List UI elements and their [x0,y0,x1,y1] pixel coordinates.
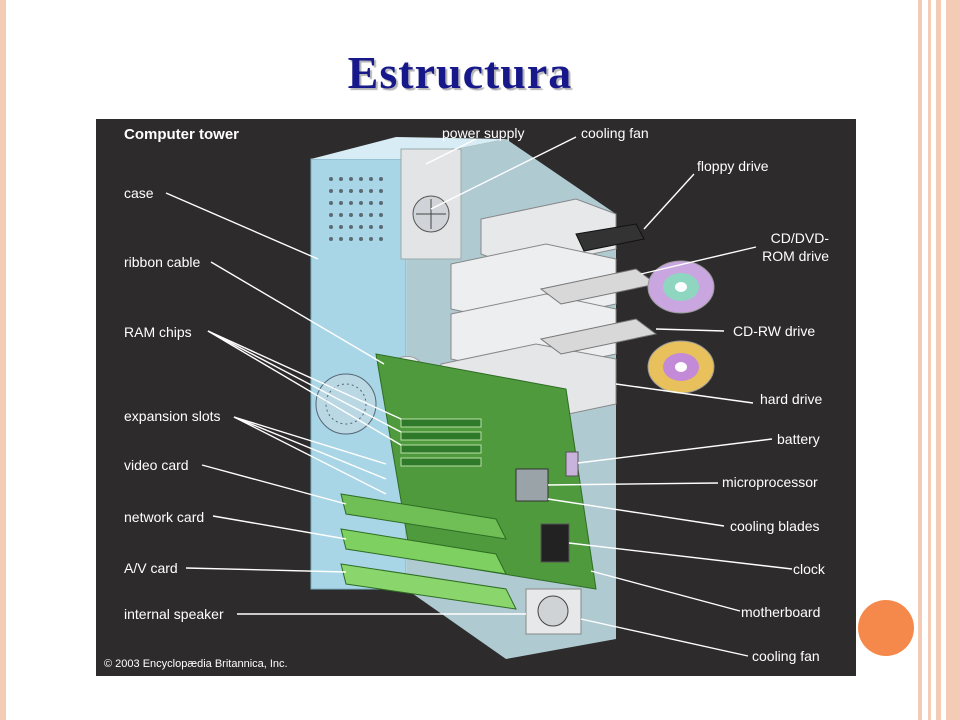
leader-battery [577,438,773,464]
leader-cooling-fan-top [430,136,577,210]
battery-cell [565,451,579,477]
clock-chip [540,523,570,563]
label-battery: battery [777,431,820,447]
label-cooling-blades: cooling blades [730,518,820,534]
slide-frame-stripe [918,0,922,720]
tower-illustration [165,136,793,659]
label-cd-dvd-rom-line1: CD/DVD- [770,230,829,246]
microprocessor-chip [515,468,549,502]
leader-cooling-blades [547,498,725,527]
label-video-card: video card [124,457,189,473]
label-power-supply: power supply [442,125,525,141]
label-network-card: network card [124,509,205,525]
slide-frame-left [0,0,6,720]
cd-tray-2 [539,318,658,355]
av-card [340,563,517,610]
network-card [340,528,507,575]
leader-ribbon-cable [210,261,385,365]
copyright-notice: © 2003 Encyclopædia Britannica, Inc. [104,658,288,670]
video-card [340,493,507,540]
label-microprocessor: microprocessor [722,474,818,490]
leader-video-card [201,464,347,505]
label-hard-drive: hard drive [760,391,823,407]
floppy-disk [575,223,645,252]
label-internal-speaker: internal speaker [124,606,224,622]
leader-hard-drive [615,383,754,404]
slide-frame-stripe [928,0,931,720]
leader-expansion-slots [233,416,387,465]
leader-av-card [185,567,347,573]
leader-motherboard [590,570,741,612]
slide-title: Estructura [347,47,573,98]
label-floppy-drive: floppy drive [697,158,769,174]
slide-frame-stripe [936,0,941,720]
label-ram-chips: RAM chips [124,324,192,340]
decorative-circle [858,600,914,656]
computer-tower-diagram: Computer tower case ribbon cable RAM chi… [96,119,856,676]
leader-network-card [212,515,347,540]
case-top [311,137,506,159]
leader-clock [568,542,793,570]
leader-microprocessor [547,482,719,486]
label-motherboard: motherboard [741,604,821,620]
vent-grid [329,177,383,241]
label-clock: clock [793,561,825,577]
leader-cooling-fan-bottom [580,618,749,657]
label-cd-rw-drive: CD-RW drive [733,323,816,339]
leader-cd-rw [655,328,725,332]
label-cd-dvd-rom-line2: ROM drive [762,248,829,264]
diagram-heading: Computer tower [124,126,240,143]
label-ribbon-cable: ribbon cable [124,254,201,270]
slide-frame-stripe [946,0,960,720]
leader-case [165,192,319,260]
ram-chips [400,418,482,467]
leader-cd-dvd-rom [640,246,757,275]
leader-lines [165,136,793,657]
leader-floppy-drive [643,173,695,230]
label-expansion-slots: expansion slots [124,408,221,424]
label-cooling-fan-top: cooling fan [581,125,649,141]
label-av-card: A/V card [124,560,178,576]
leader-ram-chips [207,330,402,420]
label-case: case [124,185,154,201]
leader-power-supply [425,138,477,165]
label-cooling-fan-bottom: cooling fan [752,648,820,664]
